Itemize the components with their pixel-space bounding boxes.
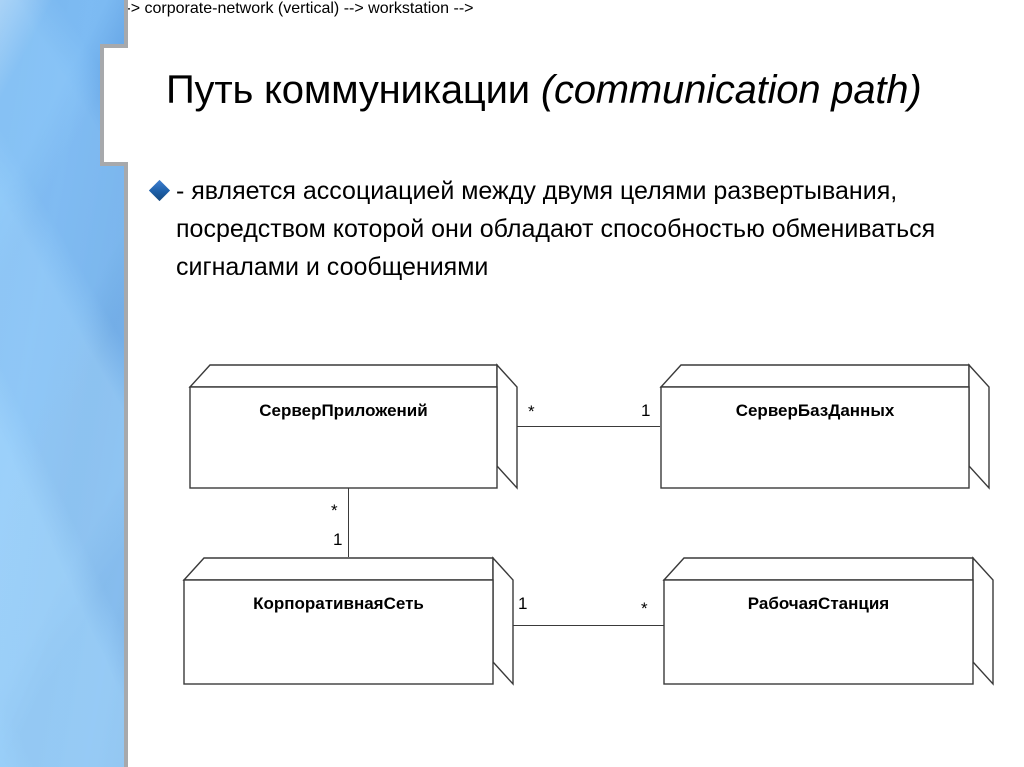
uml-node-workstation[interactable]: РабочаяСтанция: [662, 556, 994, 686]
bullet-item: - является ассоциацией между двумя целям…: [148, 172, 942, 286]
multiplicity-dbserver-to-appserver: 1: [641, 401, 651, 420]
uml-node-shape: [662, 556, 994, 686]
side-band-edge-bottom: [124, 164, 128, 767]
multiplicity-network-to-appserver: 1: [333, 530, 343, 549]
uml-node-database-server[interactable]: СерверБазДанных: [659, 363, 991, 490]
uml-node-app-server[interactable]: СерверПриложений: [188, 363, 518, 490]
side-band-bracket-notch: [100, 44, 128, 166]
side-band-edge-top: [124, 0, 128, 46]
bullet-block: - является ассоциацией между двумя целям…: [148, 172, 942, 286]
association-line-appserver-dbserver: [497, 426, 660, 427]
bullet-text: - является ассоциацией между двумя целям…: [176, 177, 936, 281]
multiplicity-appserver-to-dbserver: *: [528, 402, 535, 421]
uml-node-label: СерверПриложений: [259, 401, 428, 420]
uml-node-label: РабочаяСтанция: [747, 594, 890, 613]
diamond-bullet-icon: [148, 179, 171, 202]
multiplicity-appserver-to-network: *: [331, 501, 338, 520]
slide-title: Путь коммуникации (communication path): [166, 68, 922, 113]
slide-title-russian: Путь коммуникации: [166, 68, 541, 112]
multiplicity-workstation-to-network: *: [641, 599, 648, 618]
uml-node-corporate-network[interactable]: КорпоративнаяСеть: [182, 556, 514, 686]
uml-node-label: КорпоративнаяСеть: [253, 594, 424, 613]
association-line-appserver-network: [348, 487, 349, 557]
decorative-side-band: [0, 0, 128, 767]
multiplicity-network-to-workstation: 1: [518, 594, 528, 613]
uml-node-label: СерверБазДанных: [735, 401, 895, 420]
uml-node-shape: [659, 363, 990, 490]
uml-node-shape: [182, 556, 514, 686]
uml-node-shape: [188, 363, 518, 490]
association-line-network-workstation: [493, 625, 665, 626]
slide-title-english: (communication path): [540, 68, 922, 112]
